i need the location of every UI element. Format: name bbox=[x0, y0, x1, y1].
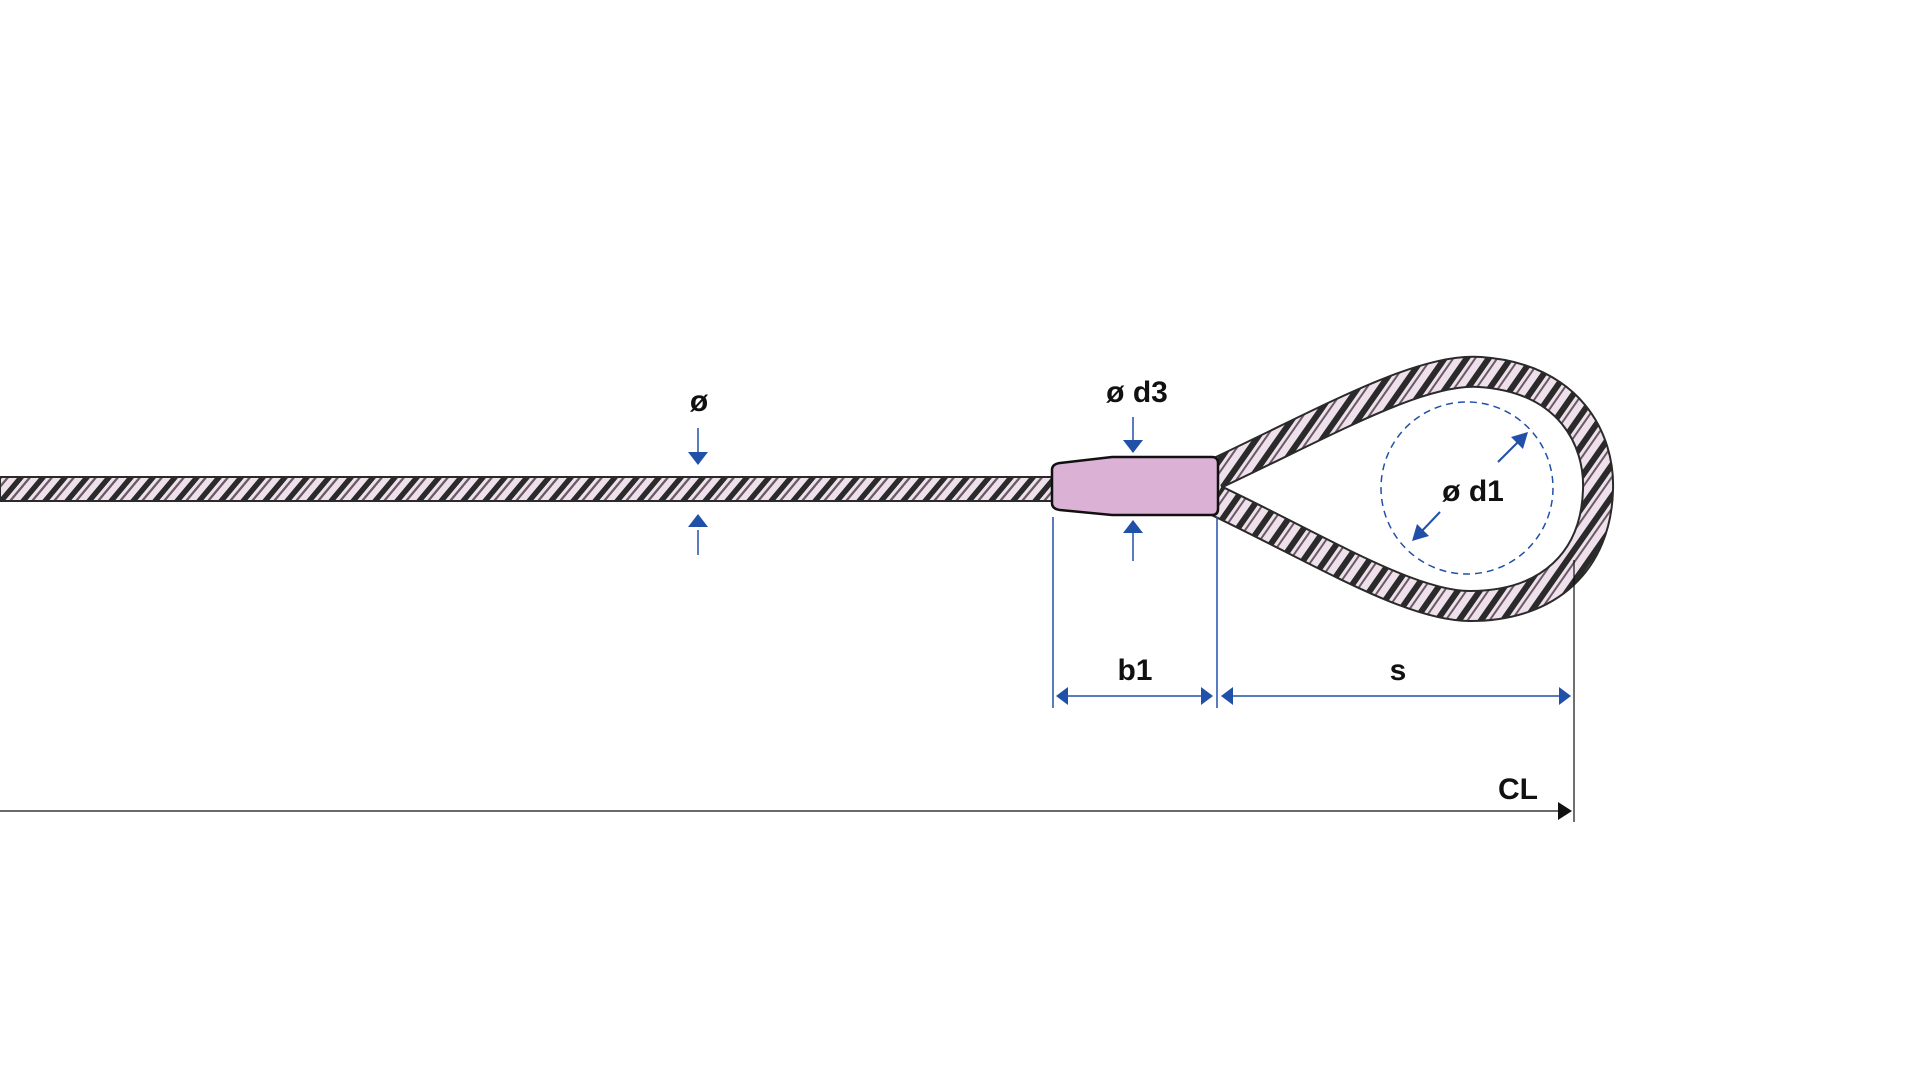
eye-length-label: s bbox=[1390, 654, 1407, 687]
b1-dimension bbox=[1056, 687, 1213, 705]
eye-diameter-marker bbox=[1412, 432, 1528, 541]
cable-length-label: CL bbox=[1498, 773, 1538, 806]
rope-eye-loop bbox=[1208, 355, 1615, 623]
eye-diameter-label: ø d1 bbox=[1442, 475, 1504, 508]
eye-inner-circle bbox=[1380, 401, 1554, 575]
ferrule-diameter-label: ø d3 bbox=[1106, 376, 1168, 409]
ferrule-length-label: b1 bbox=[1117, 654, 1152, 687]
s-dimension bbox=[1221, 687, 1571, 705]
rope-diameter-label: ø bbox=[690, 385, 709, 418]
rope-diameter-marker bbox=[688, 428, 708, 555]
cl-dimension bbox=[0, 802, 1572, 820]
ferrule-diameter-marker bbox=[1123, 417, 1143, 561]
ferrule bbox=[1050, 455, 1220, 517]
wire-rope bbox=[0, 476, 1055, 502]
extension-lines bbox=[1052, 517, 1218, 708]
